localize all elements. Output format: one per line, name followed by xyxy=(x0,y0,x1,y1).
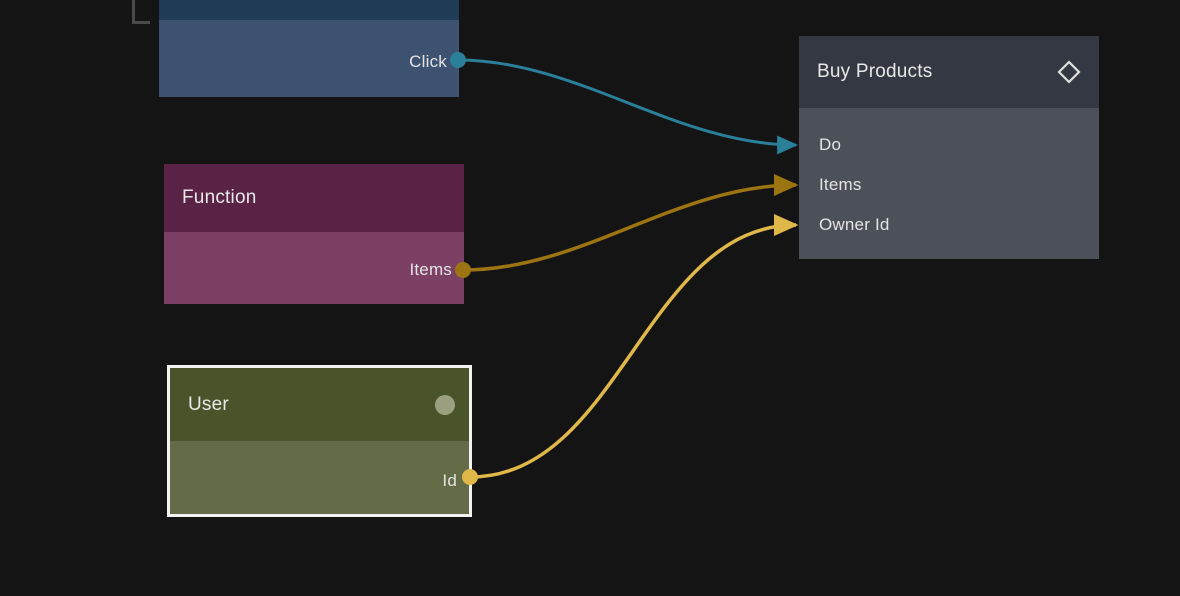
port-dot-id[interactable] xyxy=(462,469,478,485)
port-in-items[interactable]: Items xyxy=(799,173,862,197)
port-in-do-label: Do xyxy=(819,135,842,154)
edge-items-to-items[interactable] xyxy=(462,173,799,272)
port-out-click-label: Click xyxy=(409,52,447,71)
node-function[interactable]: Function Items xyxy=(164,164,464,304)
port-dot-items[interactable] xyxy=(455,262,471,278)
edge-id-to-owner-id[interactable] xyxy=(469,214,799,479)
node-user[interactable]: User Id xyxy=(167,365,472,517)
port-in-owner-id[interactable]: Owner Id xyxy=(799,213,890,237)
node-function-body: Items xyxy=(164,232,464,304)
circle-icon xyxy=(435,394,455,415)
node-user-body: Id xyxy=(170,441,469,514)
node-function-title: Function xyxy=(182,187,257,208)
node-button[interactable]: Click xyxy=(159,0,459,97)
node-user-header[interactable]: User xyxy=(170,368,469,441)
node-buy-products[interactable]: Buy Products Do Items Owner Id xyxy=(799,36,1099,259)
port-out-items-label: Items xyxy=(409,260,452,279)
node-buy-products-body: Do Items Owner Id xyxy=(799,108,1099,259)
node-buy-products-title: Buy Products xyxy=(817,61,933,82)
port-out-id-label: Id xyxy=(442,471,457,490)
node-user-title: User xyxy=(188,393,229,415)
node-button-body: Click xyxy=(159,20,459,97)
port-dot-click[interactable] xyxy=(450,52,466,68)
port-in-items-label: Items xyxy=(819,175,862,194)
diamond-icon xyxy=(1057,60,1081,84)
node-buy-products-header[interactable]: Buy Products xyxy=(799,36,1099,108)
port-out-click[interactable]: Click xyxy=(409,50,459,74)
port-in-owner-id-label: Owner Id xyxy=(819,215,890,234)
edge-click-to-do[interactable] xyxy=(457,58,799,155)
node-button-header[interactable] xyxy=(159,0,459,20)
node-function-header[interactable]: Function xyxy=(164,164,464,232)
port-in-do[interactable]: Do xyxy=(799,133,841,157)
port-out-items[interactable]: Items xyxy=(409,258,464,282)
port-out-id[interactable]: Id xyxy=(442,469,469,493)
selection-marquee-corner xyxy=(132,0,150,24)
